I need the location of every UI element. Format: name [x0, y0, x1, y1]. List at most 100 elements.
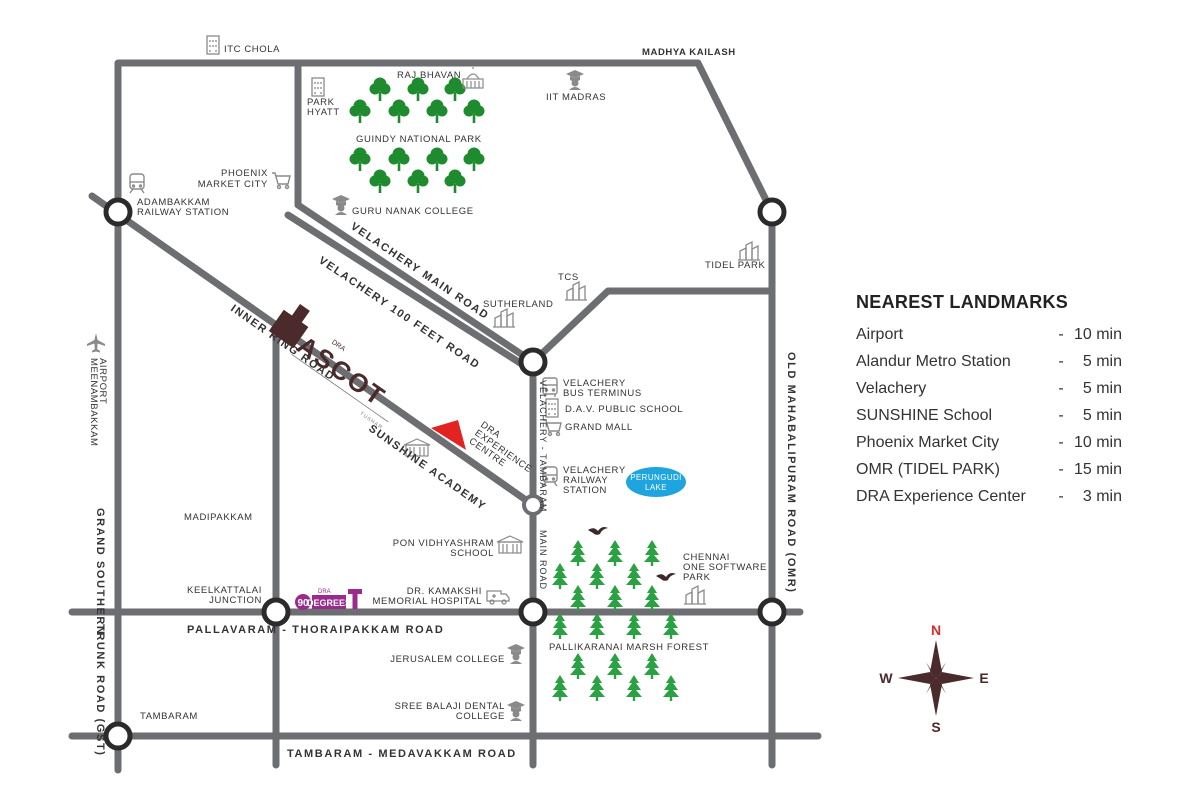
velachery-rail-label-1: VELACHERY — [563, 465, 626, 476]
landmark-row: Velachery - 5 min — [856, 375, 1122, 402]
landmark-separator: - — [1058, 433, 1064, 451]
junction-marker — [757, 197, 787, 227]
shopping-cart-icon — [271, 172, 291, 190]
gst-road-label-2: TRUNK ROAD (GST) — [94, 624, 106, 757]
junction-marker — [103, 721, 133, 751]
junction-marker — [103, 197, 133, 227]
pallavaram-thoraipakkam-road-label: PALLAVARAM - THORAIPAKKAM ROAD — [187, 624, 444, 636]
pon-vidhyashram-label-2: SCHOOL — [450, 548, 494, 559]
pallikaranai-label: PALLIKARANAI MARSH FOREST — [549, 642, 709, 653]
madipakkam-label: MADIPAKKAM — [184, 512, 253, 523]
landmark-separator: - — [1058, 460, 1064, 478]
bird-icon — [588, 527, 608, 535]
velachery-bus-label-2: BUS TERMINUS — [563, 388, 642, 399]
keelkattalai-label-1: KEELKATTALAI — [187, 585, 262, 596]
degrees-small-label: DRA — [318, 589, 331, 595]
junction-marker — [757, 597, 787, 627]
compass-west: W — [879, 670, 893, 686]
junction-marker — [518, 597, 548, 627]
dav-school-label: D.A.V. PUBLIC SCHOOL — [565, 404, 683, 415]
ascot-logo-mark — [268, 304, 310, 349]
graduation-cap-icon — [332, 195, 350, 215]
sunshine-academy-label: SUNSHINE ACADEMY — [366, 423, 488, 514]
jerusalem-label: JERUSALEM COLLEGE — [390, 654, 505, 665]
sree-balaji-label-2: COLLEGE — [456, 711, 505, 722]
landmark-name: Velachery — [856, 379, 927, 397]
perungudi-lake-label-1: PERUNGUDI — [630, 473, 682, 482]
building-icon — [311, 77, 325, 97]
landmark-row: SUNSHINE School - 5 min — [856, 402, 1122, 429]
perungudi-lake-label-2: LAKE — [645, 483, 667, 492]
experience-centre-marker[interactable] — [431, 420, 466, 450]
road-velachery-100-feet — [284, 211, 532, 372]
ascot-project-logo[interactable]: DRA ASCOT TUSHAR — [259, 298, 415, 432]
junction-marker — [518, 347, 548, 377]
landmark-name: SUNSHINE School — [856, 406, 993, 424]
experience-centre-label: DRA EXPERIENCE CENTRE — [467, 419, 534, 475]
keelkattalai-label-2: JUNCTION — [209, 595, 262, 606]
nearest-landmarks-panel: NEAREST LANDMARKS Airport - 10 min Aland… — [856, 292, 1122, 510]
ascot-name: ASCOT — [292, 330, 392, 413]
airplane-icon — [87, 333, 105, 353]
pon-vidhyashram-label-1: PON VIDHYASHRAM — [393, 538, 494, 549]
office-buildings-icon — [683, 585, 707, 605]
landmark-separator: - — [1058, 406, 1064, 424]
chennai-one-label-3: PARK — [683, 572, 711, 583]
grand-mall-label: GRAND MALL — [565, 422, 633, 433]
compass-rose: N S W E — [879, 622, 988, 735]
tcs-label: TCS — [558, 272, 579, 283]
landmark-name: Airport — [856, 325, 904, 343]
kamakshi-label-1: DR. KAMAKSHI — [407, 586, 482, 597]
office-buildings-icon — [737, 241, 761, 261]
landmark-time: 5 min — [1082, 352, 1122, 370]
chennai-one-label-2: ONE SOFTWARE — [683, 562, 767, 573]
perungudi-lake — [626, 467, 686, 497]
madhya-kailash-label: MADHYA KAILASH — [642, 47, 736, 58]
sree-balaji-label-1: SREE BALAJI DENTAL — [395, 701, 505, 712]
compass-north: N — [931, 622, 941, 638]
degrees-name: DEGREES — [307, 598, 351, 608]
landmark-row: DRA Experience Center - 3 min — [856, 483, 1122, 510]
junction-marker — [261, 597, 291, 627]
landmark-separator: - — [1058, 379, 1064, 397]
road-inner-ring — [88, 192, 537, 509]
velachery-main-road-label: VELACHERY MAIN ROAD — [348, 221, 491, 323]
landmark-time: 15 min — [1073, 460, 1122, 478]
landmark-name: Alandur Metro Station — [856, 352, 1011, 370]
phoenix-label-1: PHOENIX — [221, 168, 268, 179]
junction-marker-small — [522, 494, 544, 516]
gst-road-label-1: GRAND SOUTHERN — [94, 508, 106, 636]
adambakkam-label-1: ADAMBAKKAM — [137, 197, 210, 208]
phoenix-label-2: MARKET CITY — [198, 179, 268, 190]
landmark-time: 5 min — [1082, 406, 1122, 424]
landmark-time: 5 min — [1082, 379, 1122, 397]
velachery-rail-label-3: STATION — [563, 485, 607, 496]
landmarks-title: NEAREST LANDMARKS — [856, 292, 1069, 312]
velachery-bus-label-1: VELACHERY — [563, 378, 626, 389]
graduation-cap-icon — [566, 70, 584, 90]
office-buildings-icon — [492, 308, 516, 328]
road-tidel-branch — [529, 287, 774, 366]
building-icon — [206, 35, 220, 55]
train-icon — [129, 173, 145, 194]
junctions — [103, 197, 787, 751]
raj-bhavan-label: RAJ BHAVAN — [397, 70, 461, 81]
palace-icon — [462, 66, 484, 89]
bird-icon — [656, 573, 676, 581]
landmark-time: 10 min — [1073, 433, 1122, 451]
guindy-park-label: GUINDY NATIONAL PARK — [356, 134, 482, 145]
ambulance-icon — [486, 590, 510, 605]
location-map: PERUNGUDI LAKE ITC CHOLA MADHYA KAILASH … — [68, 35, 822, 774]
ninety-degrees-project-logo[interactable]: DRA 90 DEGREES — [295, 589, 362, 610]
road-velachery-main — [294, 62, 537, 366]
tambaram-label: TAMBARAM — [140, 711, 198, 722]
chennai-one-label-1: CHENNAI — [683, 552, 730, 563]
compass-east: E — [979, 670, 988, 686]
park-hyatt-label-2: HYATT — [307, 107, 340, 118]
landmark-name: DRA Experience Center — [856, 487, 1026, 505]
compass-south: S — [931, 719, 940, 735]
omr-road-label: OLD MAHABALIPURAM ROAD (OMR) — [785, 352, 797, 594]
velachery-tambaram-road-label: VELACHERY - TAMBARAM — [538, 380, 548, 512]
kamakshi-label-2: MEMORIAL HOSPITAL — [373, 596, 482, 607]
